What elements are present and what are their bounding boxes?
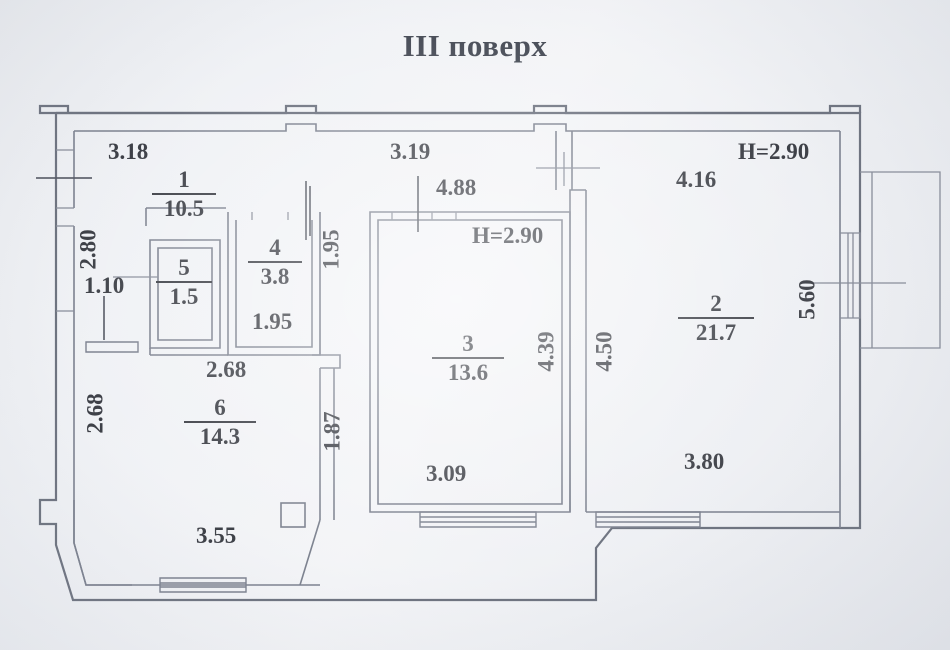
- room-area-4: 3.8: [248, 261, 302, 288]
- dimension-room3-right-height: 4.39: [533, 331, 559, 372]
- dimension-top-left: 3.18: [108, 139, 149, 164]
- room-number-4: 4: [269, 235, 281, 260]
- room-area-1: 10.5: [152, 193, 216, 220]
- room-label-2: 2 21.7: [678, 292, 754, 344]
- dimension-room6-top-width: 2.68: [206, 357, 247, 382]
- room-label-3: 3 13.6: [432, 332, 504, 384]
- room-label-5: 5 1.5: [156, 256, 212, 308]
- dimension-room2-top-width: 4.16: [676, 167, 717, 192]
- room-number-1: 1: [178, 167, 190, 192]
- dimension-top-center: 3.19: [390, 139, 431, 164]
- dimension-room3-top-width: 4.88: [436, 175, 477, 200]
- dimension-room3-bottom-width: 3.09: [426, 461, 467, 486]
- room-number-6: 6: [214, 395, 226, 420]
- room-area-3: 13.6: [432, 357, 504, 384]
- ceiling-height-center: H=2.90: [472, 223, 544, 248]
- room-number-5: 5: [178, 255, 190, 280]
- dimension-right-wall-height: 5.60: [794, 279, 820, 320]
- room-number-2: 2: [710, 291, 722, 316]
- dimension-left-wall-lower: 2.68: [82, 393, 108, 434]
- dimension-room2-left-height: 4.50: [591, 331, 617, 372]
- room-label-6: 6 14.3: [184, 396, 256, 448]
- room-area-6: 14.3: [184, 421, 256, 448]
- dimension-room4-width: 1.95: [252, 309, 293, 334]
- dimension-room4-height: 1.95: [318, 229, 344, 270]
- room-label-4: 4 3.8: [248, 236, 302, 288]
- dimension-corridor-height: 1.87: [319, 411, 345, 452]
- dimension-room6-bottom-width: 3.55: [196, 523, 237, 548]
- dimension-left-doorway: 1.10: [84, 273, 125, 298]
- dimension-room2-bottom-width: 3.80: [684, 449, 725, 474]
- dimension-left-wall-upper: 2.80: [75, 229, 101, 270]
- ceiling-height-right: H=2.90: [738, 139, 810, 164]
- room-label-1: 1 10.5: [152, 168, 216, 220]
- room-area-5: 1.5: [156, 281, 212, 308]
- room-number-3: 3: [462, 331, 474, 356]
- room-area-2: 21.7: [678, 317, 754, 344]
